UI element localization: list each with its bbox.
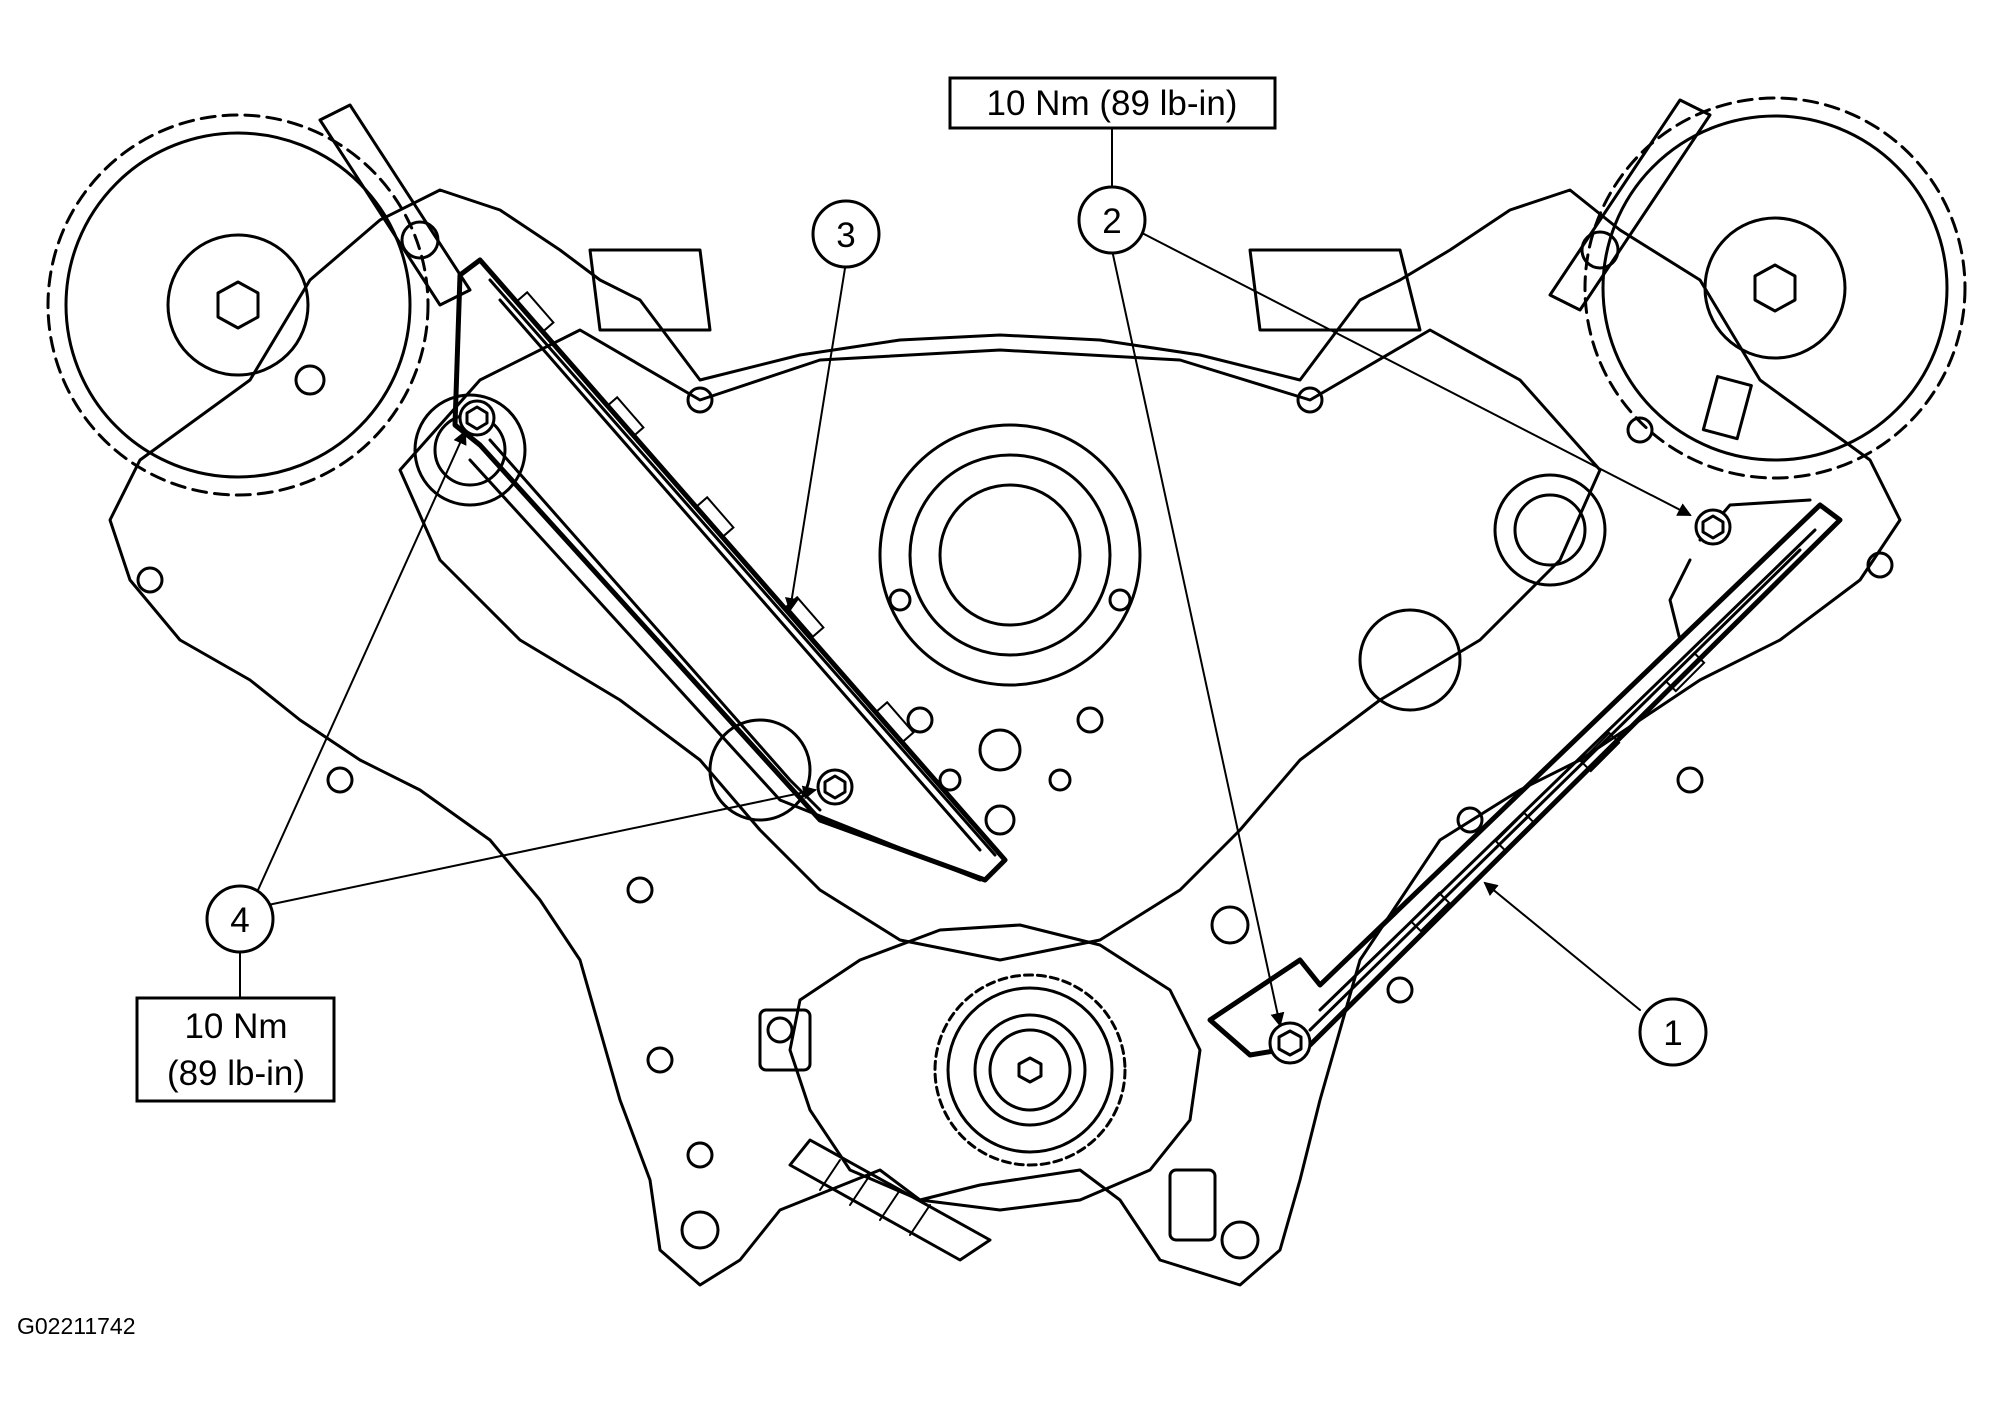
callout-3: 3 [811,199,881,269]
left-cam-sprocket-icon [46,113,430,497]
leader-lines [239,125,1692,1027]
callout-4-label: 4 [230,901,249,940]
right-cam-sprocket-icon [1583,96,1967,480]
torque-spec-left: 10 Nm (89 lb-in) [135,996,336,1103]
right-timing-chain-guide [1207,498,1843,1058]
torque-spec-top-text: 10 Nm (89 lb-in) [987,84,1238,123]
callout-3-label: 3 [836,216,855,255]
left-tensioner-arm [468,438,982,882]
figure-code: G02211742 [17,1313,136,1339]
callout-2-label: 2 [1102,202,1121,241]
bolt-icon [1694,508,1732,546]
torque-spec-left-line2: (89 lb-in) [167,1054,305,1093]
callout-1: 1 [1638,997,1708,1067]
torque-spec-top: 10 Nm (89 lb-in) [948,76,1277,130]
engine-block [108,188,1902,1287]
bolt-icon [458,399,496,437]
bolt-icon [816,768,854,806]
torque-spec-left-line1: 10 Nm [184,1007,287,1046]
crank-sprocket-gear-icon [933,973,1127,1167]
cam-tensioners [318,98,1712,312]
guide-ribs-right [1409,651,1706,933]
bolts [458,399,1732,1065]
callout-1-label: 1 [1663,1014,1682,1053]
bolt-icon [1268,1021,1312,1065]
block-holes [136,220,1894,1260]
callout-2: 2 [1077,185,1147,255]
callout-4: 4 [205,884,275,954]
